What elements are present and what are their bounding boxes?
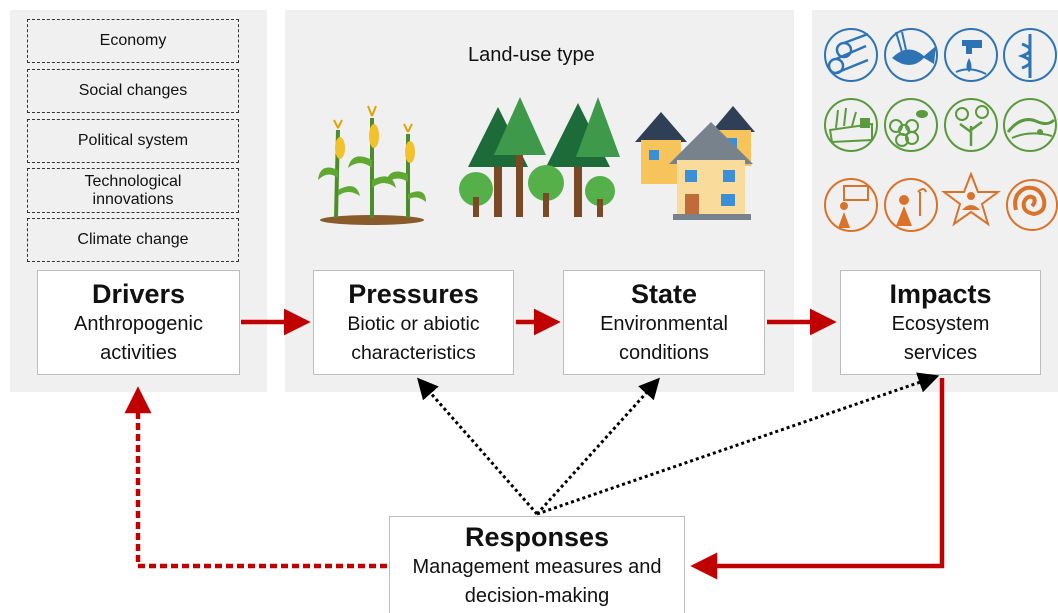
responses-subtitle: Management measures and decision-making [412, 556, 662, 607]
pressures-title: Pressures [348, 279, 479, 309]
timber-icon [824, 28, 878, 82]
impacts-to-responses-arrow [690, 378, 945, 580]
state-subtitle: Environmental conditions [600, 313, 728, 364]
impacts-title: Impacts [889, 279, 992, 309]
impacts-subtitle: Ecosystem services [891, 313, 990, 364]
land-use-title: Land-use type [468, 44, 595, 66]
grass-soil-icon [824, 98, 878, 152]
responses-to-drivers-arrow [124, 386, 387, 569]
driver-factor-climate-change: Climate change [27, 218, 239, 262]
state-title: State [630, 279, 698, 309]
corn-crop-icon [318, 105, 426, 225]
pressures-subtitle: Biotic or abiotic characteristics [347, 313, 480, 364]
pollination-icon [884, 98, 938, 152]
drivers-subtitle: Anthropogenic activities [74, 313, 203, 364]
responses-box: Responses Management measures and decisi… [389, 516, 685, 613]
impacts-box: Impacts Ecosystem services [840, 270, 1041, 375]
birdwatching-icon [884, 178, 938, 232]
responses-to-state-arrow [535, 377, 661, 516]
responses-to-impacts-arrow [536, 372, 940, 516]
drivers-title: Drivers [91, 279, 186, 309]
fish-icon [884, 28, 938, 82]
heritage-icon [824, 178, 878, 232]
driver-factor-technological-innovations: Technological innovations [27, 168, 239, 213]
state-box: State Environmental conditions [563, 270, 765, 375]
medicine-icon [1003, 28, 1057, 82]
houses-icon [635, 106, 755, 220]
responses-to-pressures-arrow [417, 377, 539, 515]
carbon-tree-icon [944, 98, 998, 152]
meditation-icon [941, 172, 1001, 227]
water-tap-icon [944, 28, 998, 82]
driver-factor-economy: Economy [27, 19, 239, 63]
pressures-box: Pressures Biotic or abiotic characterist… [313, 270, 514, 375]
forest-icon [459, 97, 620, 217]
driver-factor-social-changes: Social changes [27, 69, 239, 113]
drivers-box: Drivers Anthropogenic activities [37, 270, 240, 375]
responses-title: Responses [464, 522, 610, 552]
erosion-icon [1003, 98, 1057, 152]
spiral-icon [1006, 179, 1058, 231]
driver-factor-political-system: Political system [27, 119, 239, 163]
